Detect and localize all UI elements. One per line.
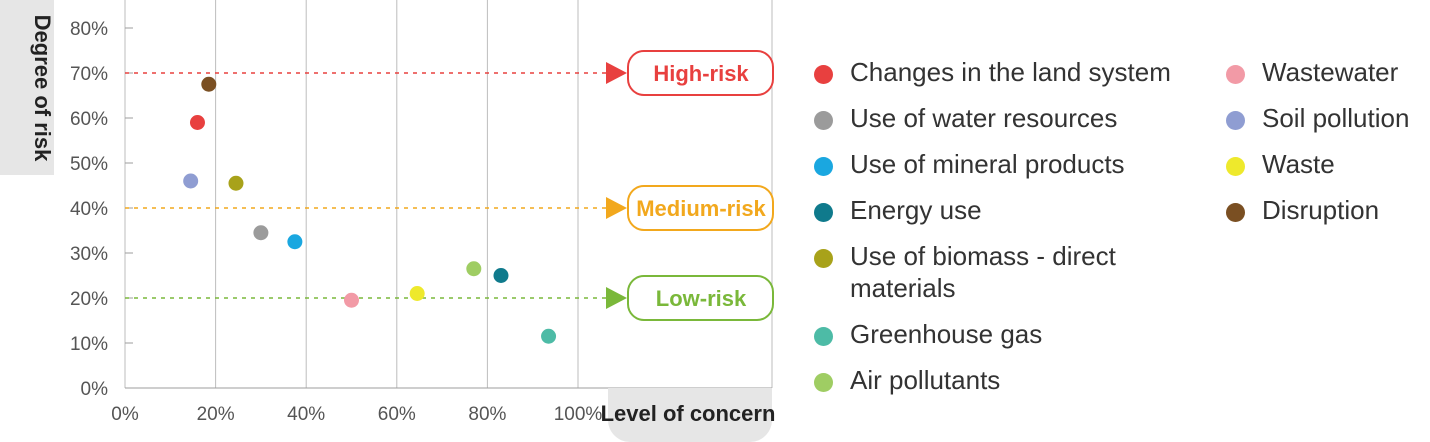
legend-item: Use of mineral products <box>812 148 1212 180</box>
legend-marker-icon <box>814 373 833 392</box>
legend-marker-icon <box>814 111 833 130</box>
data-point <box>183 173 199 189</box>
legend-item: Disruption <box>1224 194 1430 226</box>
data-point <box>201 76 217 92</box>
threshold-label: High-risk <box>653 61 749 86</box>
x-tick-label: 20% <box>197 404 235 425</box>
legend-item: Use of water resources <box>812 102 1212 134</box>
threshold-arrow <box>606 287 627 309</box>
y-axis-title: Degree of risk <box>30 15 55 162</box>
data-point <box>253 225 269 241</box>
legend-item: Soil pollution <box>1224 102 1430 134</box>
threshold-label-box <box>627 185 774 231</box>
data-point <box>409 286 425 301</box>
x-tick-label: 60% <box>378 404 416 425</box>
legend-label: Greenhouse gas <box>850 319 1043 349</box>
y-tick-label: 30% <box>70 244 108 265</box>
y-tick-label: 80% <box>70 19 108 40</box>
y-axis-title-background <box>0 0 54 175</box>
y-tick-label: 0% <box>81 379 109 400</box>
y-tick-label: 10% <box>70 334 108 355</box>
legend-marker-icon <box>814 327 833 346</box>
legend-label: Disruption <box>1262 195 1380 225</box>
legend-marker-icon <box>814 65 833 84</box>
y-tick-label: 20% <box>70 289 108 310</box>
legend-label: Waste <box>1262 149 1335 179</box>
legend-marker-icon <box>1226 65 1245 84</box>
legend-item: Use of biomass - direct materials <box>812 240 1212 304</box>
x-axis-title: Level of concern <box>601 401 776 426</box>
x-tick-label: 0% <box>111 404 139 425</box>
data-point <box>541 328 557 344</box>
data-point <box>189 115 205 130</box>
legend-marker-icon <box>814 249 833 268</box>
threshold-label-box <box>627 50 774 96</box>
threshold-label: Low-risk <box>656 286 747 311</box>
legend-marker-icon <box>814 203 833 222</box>
legend-label: Use of biomass - direct materials <box>850 241 1116 303</box>
scatter-chart: 0% 10% 20% 30% 40% 50% 60% 70% 80% 0% 20% 40% 60% 80%… <box>0 0 776 442</box>
x-axis-title-background-top <box>608 388 772 412</box>
legend-label: Soil pollution <box>1262 103 1410 133</box>
threshold-arrow <box>606 62 627 84</box>
legend-label: Air pollutants <box>850 365 1001 395</box>
legend-item: Air pollutants <box>812 364 1212 396</box>
legend-marker-icon <box>1226 203 1245 222</box>
legend-marker-icon <box>814 157 833 176</box>
legend-label: Use of mineral products <box>850 149 1125 179</box>
legend-item: Changes in the land system <box>812 56 1212 88</box>
data-point <box>344 292 359 308</box>
data-point <box>466 261 482 277</box>
legend-label: Use of water resources <box>850 103 1118 133</box>
x-tick-label: 100% <box>554 404 603 425</box>
y-tick-label: 50% <box>70 154 108 175</box>
legend-item: Greenhouse gas <box>812 318 1212 350</box>
threshold-arrow <box>606 197 627 219</box>
legend-item: Waste <box>1224 148 1430 180</box>
threshold-label-box <box>627 275 774 321</box>
legend-label: Changes in the land system <box>850 57 1171 87</box>
data-point <box>493 268 509 283</box>
legend-item: Energy use <box>812 194 1212 226</box>
legend-marker-icon <box>1226 111 1245 130</box>
x-tick-label: 40% <box>287 404 325 425</box>
y-tick-label: 60% <box>70 109 108 130</box>
legend-label: Wastewater <box>1262 57 1399 87</box>
y-tick-label: 70% <box>70 64 108 85</box>
y-tick-label: 40% <box>70 199 108 220</box>
data-point <box>228 175 244 191</box>
threshold-label: Medium-risk <box>636 196 766 221</box>
legend-marker-icon <box>1226 157 1245 176</box>
legend-label: Energy use <box>850 195 982 225</box>
x-tick-label: 80% <box>468 404 506 425</box>
data-point <box>287 234 303 250</box>
legend-item: Wastewater <box>1224 56 1430 88</box>
